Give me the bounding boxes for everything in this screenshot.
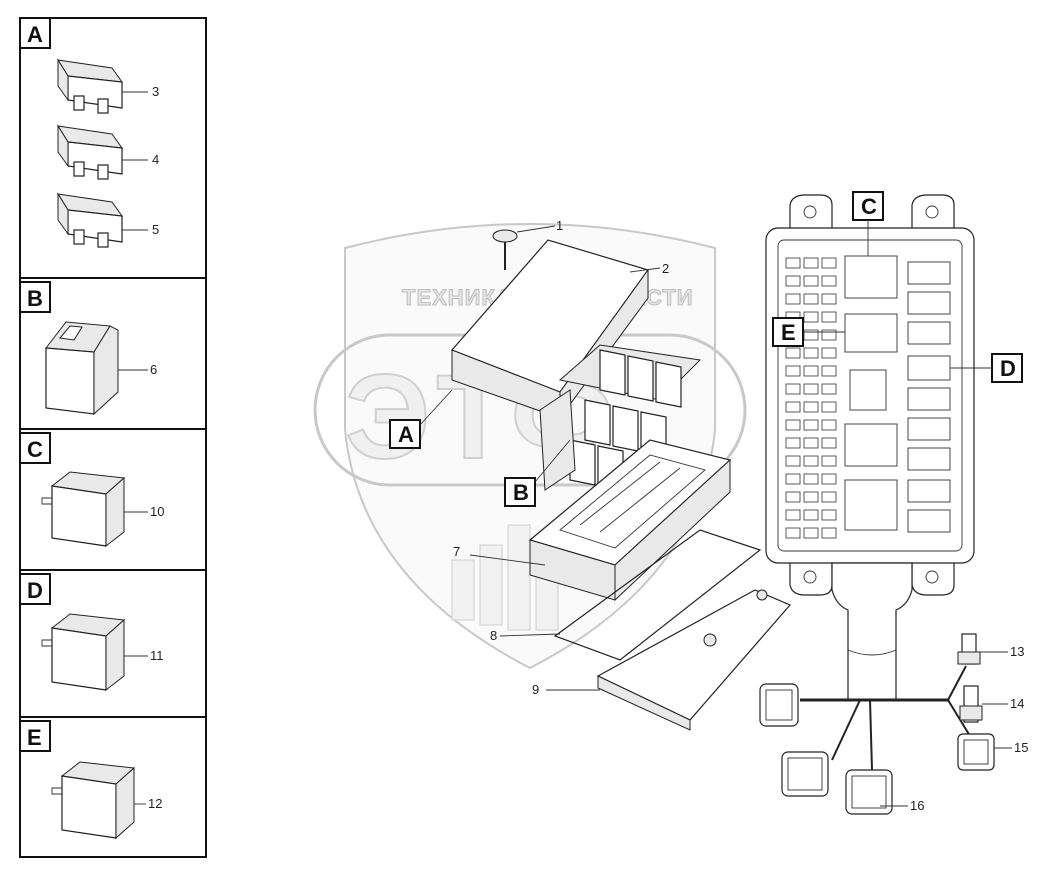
legend-panel-d: D 11 bbox=[19, 573, 164, 692]
tag-c: C bbox=[861, 194, 877, 219]
blade-fuse-icon bbox=[57, 192, 124, 248]
callout-15: 15 bbox=[1014, 740, 1028, 755]
callout-1: 1 bbox=[556, 218, 563, 233]
callout-13: 13 bbox=[1010, 644, 1024, 659]
panel-letter-b: B bbox=[27, 286, 43, 311]
panel-letter-e: E bbox=[27, 725, 42, 750]
multi-pin-connector-icon bbox=[957, 733, 995, 771]
callout-14: 14 bbox=[1010, 696, 1024, 711]
legend-panel-a: A 3 4 bbox=[19, 17, 159, 248]
callout-8: 8 bbox=[490, 628, 497, 643]
wiring-harness: 13 14 15 16 bbox=[759, 633, 1028, 815]
callout-2: 2 bbox=[662, 261, 669, 276]
single-terminal-icon bbox=[957, 633, 981, 665]
callout-9: 9 bbox=[532, 682, 539, 697]
callout-11: 11 bbox=[150, 648, 164, 663]
panel-letter-c: C bbox=[27, 437, 43, 462]
fuse-puller-icon bbox=[45, 321, 119, 416]
relay-icon bbox=[41, 471, 126, 548]
legend-panel-b: B 6 bbox=[19, 281, 157, 416]
legend-column: A 3 4 bbox=[19, 17, 207, 858]
callout-4: 4 bbox=[152, 152, 159, 167]
tag-a: A bbox=[398, 422, 414, 447]
callout-5: 5 bbox=[152, 222, 159, 237]
panel-letter-d: D bbox=[27, 578, 43, 603]
callout-12: 12 bbox=[148, 796, 162, 811]
fuse-box-assembly: 1 2 bbox=[389, 218, 791, 731]
legend-panel-e: E 12 bbox=[19, 720, 162, 840]
panel-letter-a: A bbox=[27, 22, 43, 47]
legend-panel-c: C 10 bbox=[19, 432, 164, 548]
multi-pin-connector-icon bbox=[759, 683, 799, 727]
callout-6: 6 bbox=[150, 362, 157, 377]
tag-d: D bbox=[1000, 356, 1016, 381]
multi-pin-connector-icon bbox=[845, 769, 893, 815]
blade-fuse-icon bbox=[57, 124, 124, 180]
relay-slots-right bbox=[907, 261, 951, 533]
relay-icon bbox=[41, 613, 126, 692]
tag-e: E bbox=[781, 320, 796, 345]
fuse-slots bbox=[785, 257, 837, 539]
fuse-box-layout: C D E bbox=[765, 191, 1023, 701]
callout-16: 16 bbox=[910, 798, 924, 813]
relay-icon bbox=[51, 761, 136, 840]
single-terminal-icon bbox=[959, 685, 983, 723]
fuse-box-base bbox=[528, 439, 732, 602]
multi-pin-connector-icon bbox=[781, 751, 829, 797]
relay-slots-center bbox=[844, 255, 898, 531]
gasket bbox=[553, 529, 762, 661]
blade-fuse-icon bbox=[57, 58, 124, 114]
mounting-plate bbox=[596, 589, 791, 731]
screw-cap-icon bbox=[492, 229, 518, 270]
callout-7: 7 bbox=[453, 544, 460, 559]
callout-10: 10 bbox=[150, 504, 164, 519]
callout-3: 3 bbox=[152, 84, 159, 99]
tag-b: B bbox=[513, 480, 529, 505]
